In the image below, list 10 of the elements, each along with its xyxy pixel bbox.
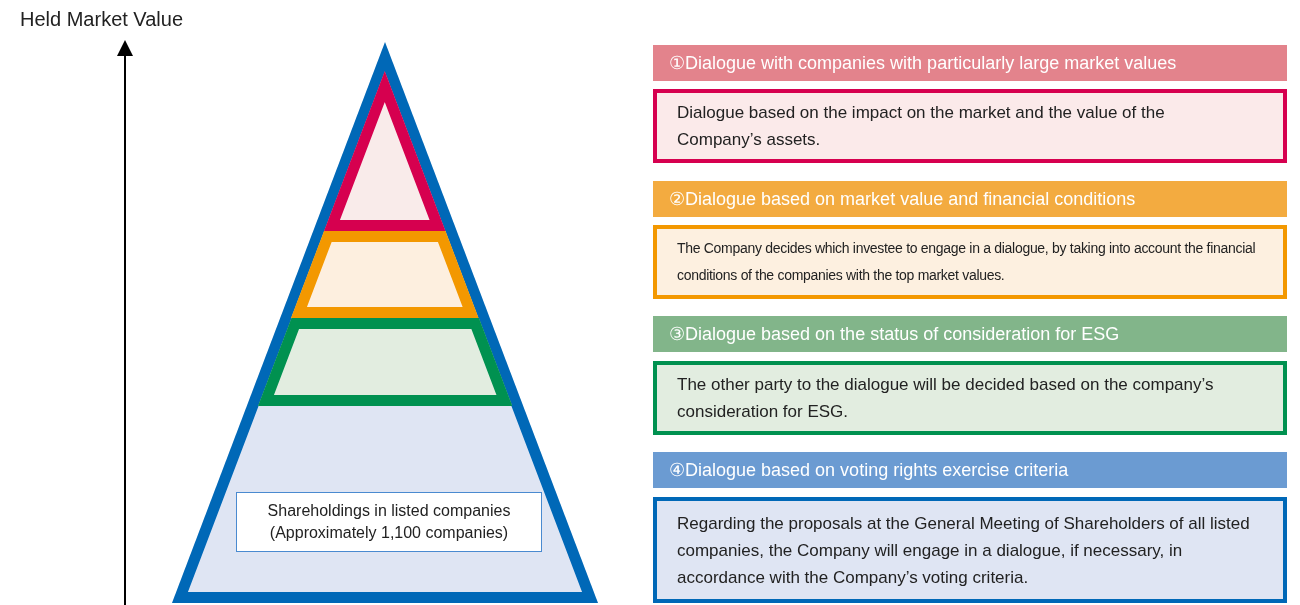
description-box: The Company decides which investee to engage in a dialogue, by taking into account the financial conditions of the companies with the top market values. [653, 225, 1287, 299]
header-bar: ④Dialogue based on voting rights exercise criteria [653, 452, 1287, 488]
header-bar: ③Dialogue based on the status of consideration for ESG [653, 316, 1287, 352]
header-bar: ①Dialogue with companies with particularly large market values [653, 45, 1287, 81]
description-box: Regarding the proposals at the General Meeting of Shareholders of all listed companies, the Company will engage in a dialogue, if necessary, in accordance with the Company’s voting criteria. [653, 497, 1287, 603]
description-box: The other party to the dialogue will be decided based on the company’s consideration for ESG. [653, 361, 1287, 435]
label-box: Shareholdings in listed companies (Approximately 1,100 companies) [236, 492, 542, 552]
description-box: Dialogue based on the impact on the market and the value of the Company’s assets. [653, 89, 1287, 163]
axis-label: Held Market Value [20, 7, 184, 32]
header-bar: ②Dialogue based on market value and financial conditions [653, 181, 1287, 217]
